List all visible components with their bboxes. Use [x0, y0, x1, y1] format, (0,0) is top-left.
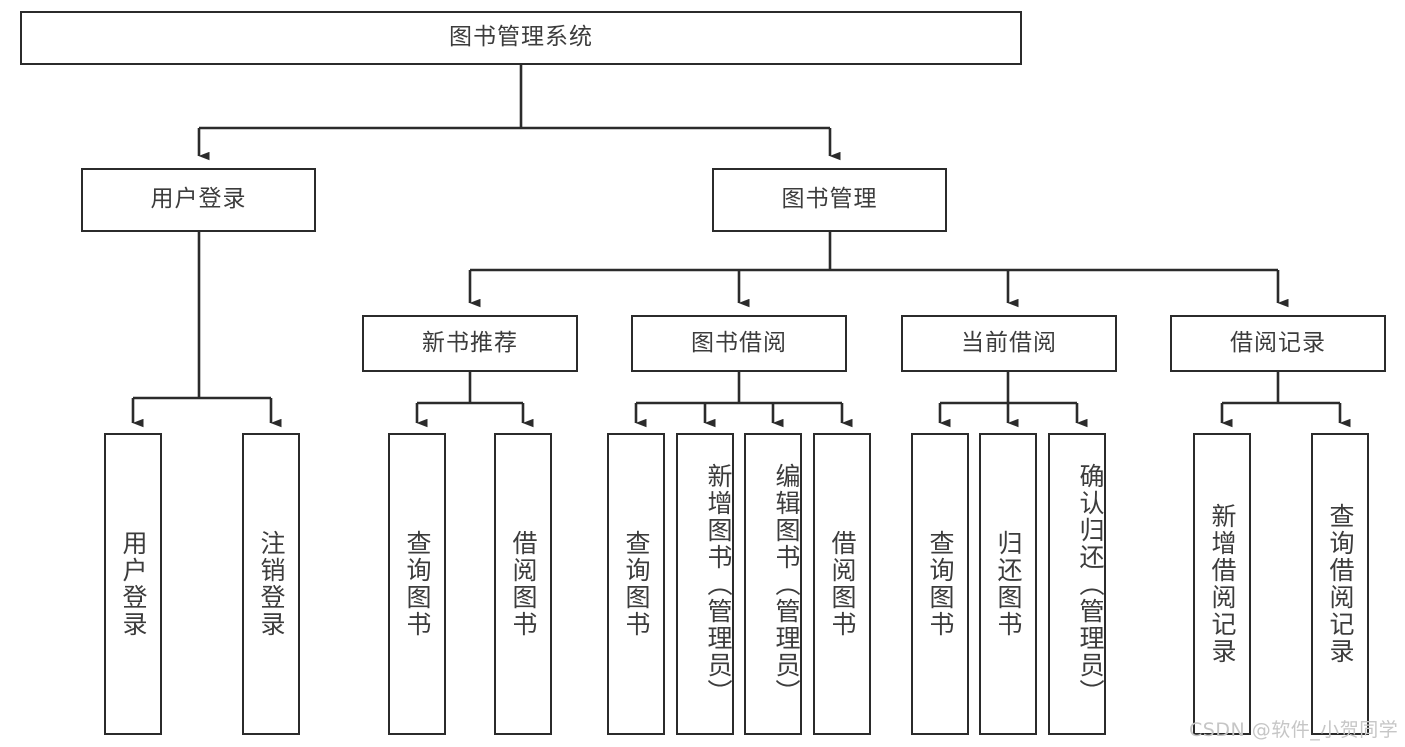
leaf-borrow-book[interactable]: 借阅图书: [813, 433, 871, 735]
node-root-system[interactable]: 图书管理系统: [20, 11, 1022, 65]
node-current-borrow[interactable]: 当前借阅: [901, 315, 1117, 372]
leaf-edit-book-admin[interactable]: 编辑图书（管理员）: [744, 433, 802, 735]
node-book-borrow[interactable]: 图书借阅: [631, 315, 847, 372]
leaf-add-book-admin[interactable]: 新增图书（管理员）: [676, 433, 734, 735]
leaf-query-borrow-record[interactable]: 查询借阅记录: [1311, 433, 1369, 735]
leaf-user-login[interactable]: 用户登录: [104, 433, 162, 735]
leaf-query-book-current[interactable]: 查询图书: [911, 433, 969, 735]
csdn-watermark: CSDN @软件_小贺同学: [1189, 719, 1399, 741]
node-book-management[interactable]: 图书管理: [712, 168, 947, 232]
leaf-return-book[interactable]: 归还图书: [979, 433, 1037, 735]
leaf-add-borrow-record[interactable]: 新增借阅记录: [1193, 433, 1251, 735]
node-user-login[interactable]: 用户登录: [81, 168, 316, 232]
node-new-book-recommend[interactable]: 新书推荐: [362, 315, 578, 372]
leaf-query-book-borrow[interactable]: 查询图书: [607, 433, 665, 735]
node-borrow-records[interactable]: 借阅记录: [1170, 315, 1386, 372]
leaf-logout[interactable]: 注销登录: [242, 433, 300, 735]
leaf-borrow-book-new[interactable]: 借阅图书: [494, 433, 552, 735]
leaf-confirm-return-admin[interactable]: 确认归还（管理员）: [1048, 433, 1106, 735]
leaf-query-book-new[interactable]: 查询图书: [388, 433, 446, 735]
